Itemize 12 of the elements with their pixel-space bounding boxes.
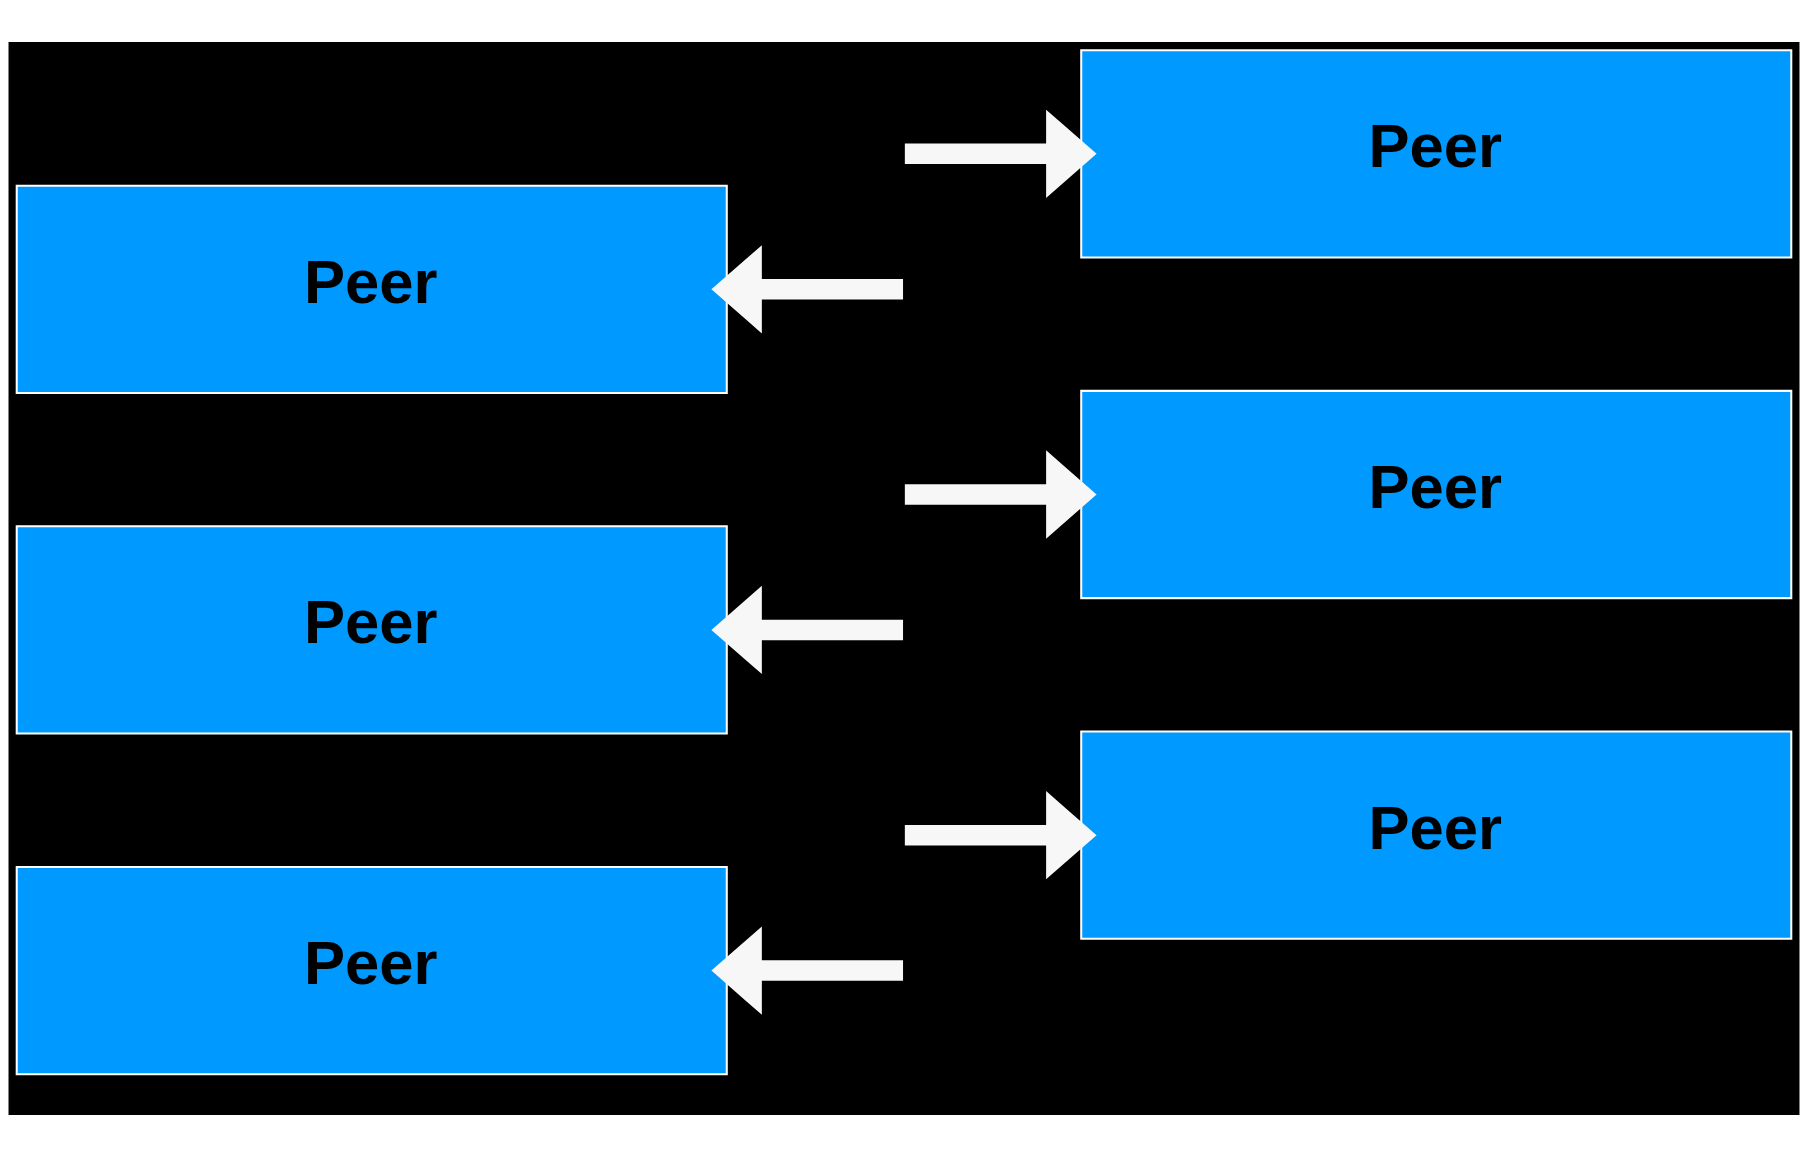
arrow — [711, 585, 904, 675]
arrow — [904, 450, 1097, 539]
node-box: Peer — [15, 184, 728, 394]
node-box: Peer — [1080, 730, 1793, 940]
node-box: Peer — [1080, 389, 1793, 600]
arrow — [711, 245, 904, 334]
node-box: Peer — [15, 865, 728, 1076]
node-box: Peer — [1080, 49, 1793, 259]
arrow — [711, 926, 904, 1015]
node-box: Peer — [15, 525, 728, 735]
arrow — [904, 109, 1097, 198]
arrow — [904, 791, 1097, 880]
